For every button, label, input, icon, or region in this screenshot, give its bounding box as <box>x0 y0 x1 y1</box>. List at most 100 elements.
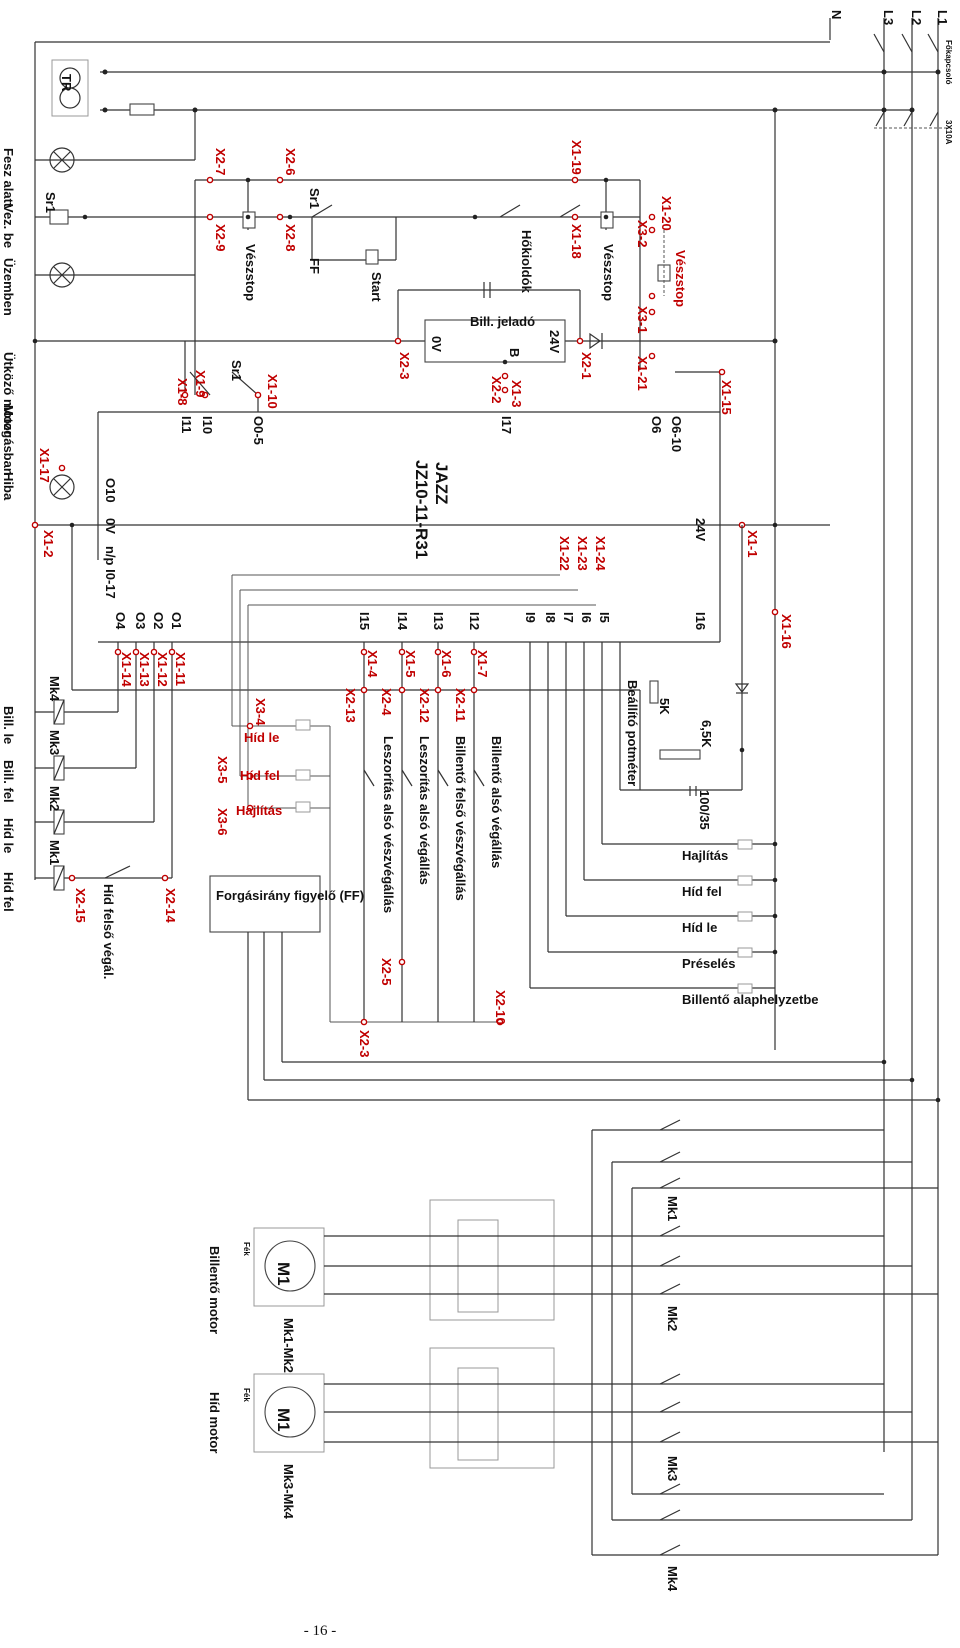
io-o1: O1 <box>169 612 184 629</box>
hid-felso-vegal: Híd felső végál. <box>101 884 116 979</box>
relay-label-bill-fel: Bill. fel <box>1 760 16 803</box>
term-x3-4: X3-4 <box>253 698 268 726</box>
io-i14: I14 <box>395 612 410 631</box>
term-x2-15: X2-15 <box>73 888 88 923</box>
relay-coils: X1-14 X1-13 X1-12 X1-11 Mk4 Mk3 Mk2 Mk1 … <box>1 642 188 979</box>
term-x1-3: X1-3 <box>509 380 524 407</box>
motor-2-name: Híd motor <box>207 1392 222 1453</box>
term-x2-4: X2-4 <box>379 688 394 716</box>
motor-2-symbol: M1 <box>274 1408 293 1432</box>
selector-billento: Billentő alaphelyzetbe <box>682 992 819 1007</box>
relay-mk2: Mk2 <box>47 786 62 811</box>
plc-io: Sr1 X1-8 X1-9 X1-10 X1-15 I11 I10 O0-5 I… <box>31 341 830 691</box>
term-x2-5: X2-5 <box>379 958 394 985</box>
term-x2-13: X2-13 <box>343 688 358 723</box>
potmeter-selector: 5K Beállító potméter 6,5K 100/35 Hajlítá… <box>529 525 819 1007</box>
ff-label: FF <box>307 258 322 274</box>
limit-switches: X1-4 X1-5 X1-6 X1-7 X2-13 X2-4 X2-12 X2-… <box>343 642 508 1057</box>
lamps: Fesz alatt Vez. be Üzemben Ütköző motor … <box>1 147 75 501</box>
contactor-mk4: Mk4 <box>665 1566 680 1592</box>
button-hajlitas: Hajlítás <box>236 803 282 818</box>
encoder-block: Bill. jeladó 0V B 24V X2-3 X2-1 X1-3 X2-… <box>394 282 603 407</box>
hokioldok-label: Hőkioldók <box>519 230 534 294</box>
term-x2-8: X2-8 <box>283 224 298 251</box>
term-x1-11: X1-11 <box>173 652 188 686</box>
term-x1-8: X1-8 <box>175 378 190 405</box>
limit-leszoritas-also: Leszorítás alsó végállás <box>417 736 432 885</box>
motor-1-name: Billentő motor <box>207 1246 222 1334</box>
relay-label-hid-le: Híd le <box>1 818 16 853</box>
term-x1-19: X1-19 <box>569 140 584 175</box>
io-o0-5: O0-5 <box>251 416 266 445</box>
io-i6: I6 <box>579 612 594 623</box>
io-i9: I9 <box>523 612 538 623</box>
term-x1-21: X1-21 <box>635 356 650 391</box>
term-x1-12: X1-12 <box>155 652 170 687</box>
io-o2: O2 <box>151 612 166 629</box>
label-mozgasban: Mozgásban <box>1 405 16 476</box>
vesz-red-label: Vészstop <box>673 250 688 307</box>
term-x1-4: X1-4 <box>365 650 380 678</box>
io-i5: I5 <box>597 612 612 623</box>
limit-billento-felso-vesz: Billentő felső vészvégállás <box>453 736 468 901</box>
io-i13: I13 <box>431 612 446 630</box>
line-label-l2: L2 <box>909 10 924 25</box>
encoder-b: B <box>507 348 522 357</box>
fuse-label: 3X10A <box>944 120 953 145</box>
motor-1-brake: Fék <box>242 1242 251 1256</box>
vesz2-label: Vészstop <box>601 244 616 301</box>
term-x2-12: X2-12 <box>417 688 432 723</box>
lamp-label-fesz: Fesz alatt <box>1 148 16 208</box>
term-x2-14: X2-14 <box>163 888 178 923</box>
term-x1-2: X1-2 <box>41 530 56 557</box>
term-x2-3b: X2-3 <box>357 1030 372 1057</box>
relay-label-hid-fel: Híd fel <box>1 872 16 912</box>
encoder-24v: 24V <box>547 330 562 353</box>
term-x2-9: X2-9 <box>213 224 228 251</box>
motor-2-brake: Fék <box>242 1388 251 1402</box>
term-x1-1: X1-1 <box>745 530 760 557</box>
lamp-hiba <box>49 474 75 500</box>
relay-mk3: Mk3 <box>47 730 62 755</box>
pot-cap: 100/35 <box>697 790 712 830</box>
term-x2-10: X2-10 <box>493 990 508 1025</box>
selector-hajlitas: Hajlítás <box>682 848 728 863</box>
main-switch-label: Főkapcsoló <box>944 40 953 85</box>
lamp-label-uzemben: Üzemben <box>1 258 16 316</box>
io-o4: O4 <box>113 612 128 630</box>
motor-2-contactors: Mk3-Mk4 <box>281 1464 296 1520</box>
term-x2-7: X2-7 <box>213 148 228 175</box>
limit-leszoritas-also-vesz: Leszorítás alsó vészvégállás <box>381 736 396 913</box>
term-x1-13: X1-13 <box>137 652 152 687</box>
io-o6: O6 <box>649 416 664 433</box>
selector-preseles: Préselés <box>682 956 736 971</box>
top-control: X2-7 X2-6 X2-9 X2-8 Vészstop Sr1 FF Star… <box>32 140 688 395</box>
io-i16: I16 <box>693 612 708 630</box>
relay-mk4: Mk4 <box>47 676 62 702</box>
sr1-lamp-label: Sr1 <box>43 192 58 213</box>
contactor-mk3: Mk3 <box>665 1456 680 1481</box>
lamp-fesz <box>49 147 75 173</box>
contactor-mk1: Mk1 <box>665 1196 680 1221</box>
encoder-title: Bill. jeladó <box>470 314 535 329</box>
term-x1-6: X1-6 <box>439 650 454 677</box>
term-x1-9: X1-9 <box>193 370 208 397</box>
transformer-label: TR <box>59 74 74 92</box>
encoder-box <box>424 319 566 363</box>
button-hid-le: Híd le <box>244 730 279 745</box>
relay-label-bill-le: Bill. le <box>1 706 16 744</box>
plc-np: n/p I0-17 <box>103 546 118 599</box>
term-x2-1: X2-1 <box>579 352 594 379</box>
term-x1-15: X1-15 <box>719 380 734 415</box>
lamp-label-vez: Vez. be <box>1 204 16 248</box>
button-hid-fel: Híd fel <box>240 768 280 783</box>
plc-0v: 0V <box>103 518 118 534</box>
motor-1-symbol: M1 <box>274 1262 293 1286</box>
encoder-0v: 0V <box>429 336 444 352</box>
push-buttons: X3-4 X3-5 X3-6 Híd le Híd fel Hajlítás <box>215 574 596 1023</box>
ff-box: Forgásirány figyelő (FF) <box>209 875 941 1103</box>
lamp-label-hiba: Hiba <box>1 472 16 501</box>
plc-24v: 24V <box>693 518 708 541</box>
contactor-mk2: Mk2 <box>665 1306 680 1331</box>
